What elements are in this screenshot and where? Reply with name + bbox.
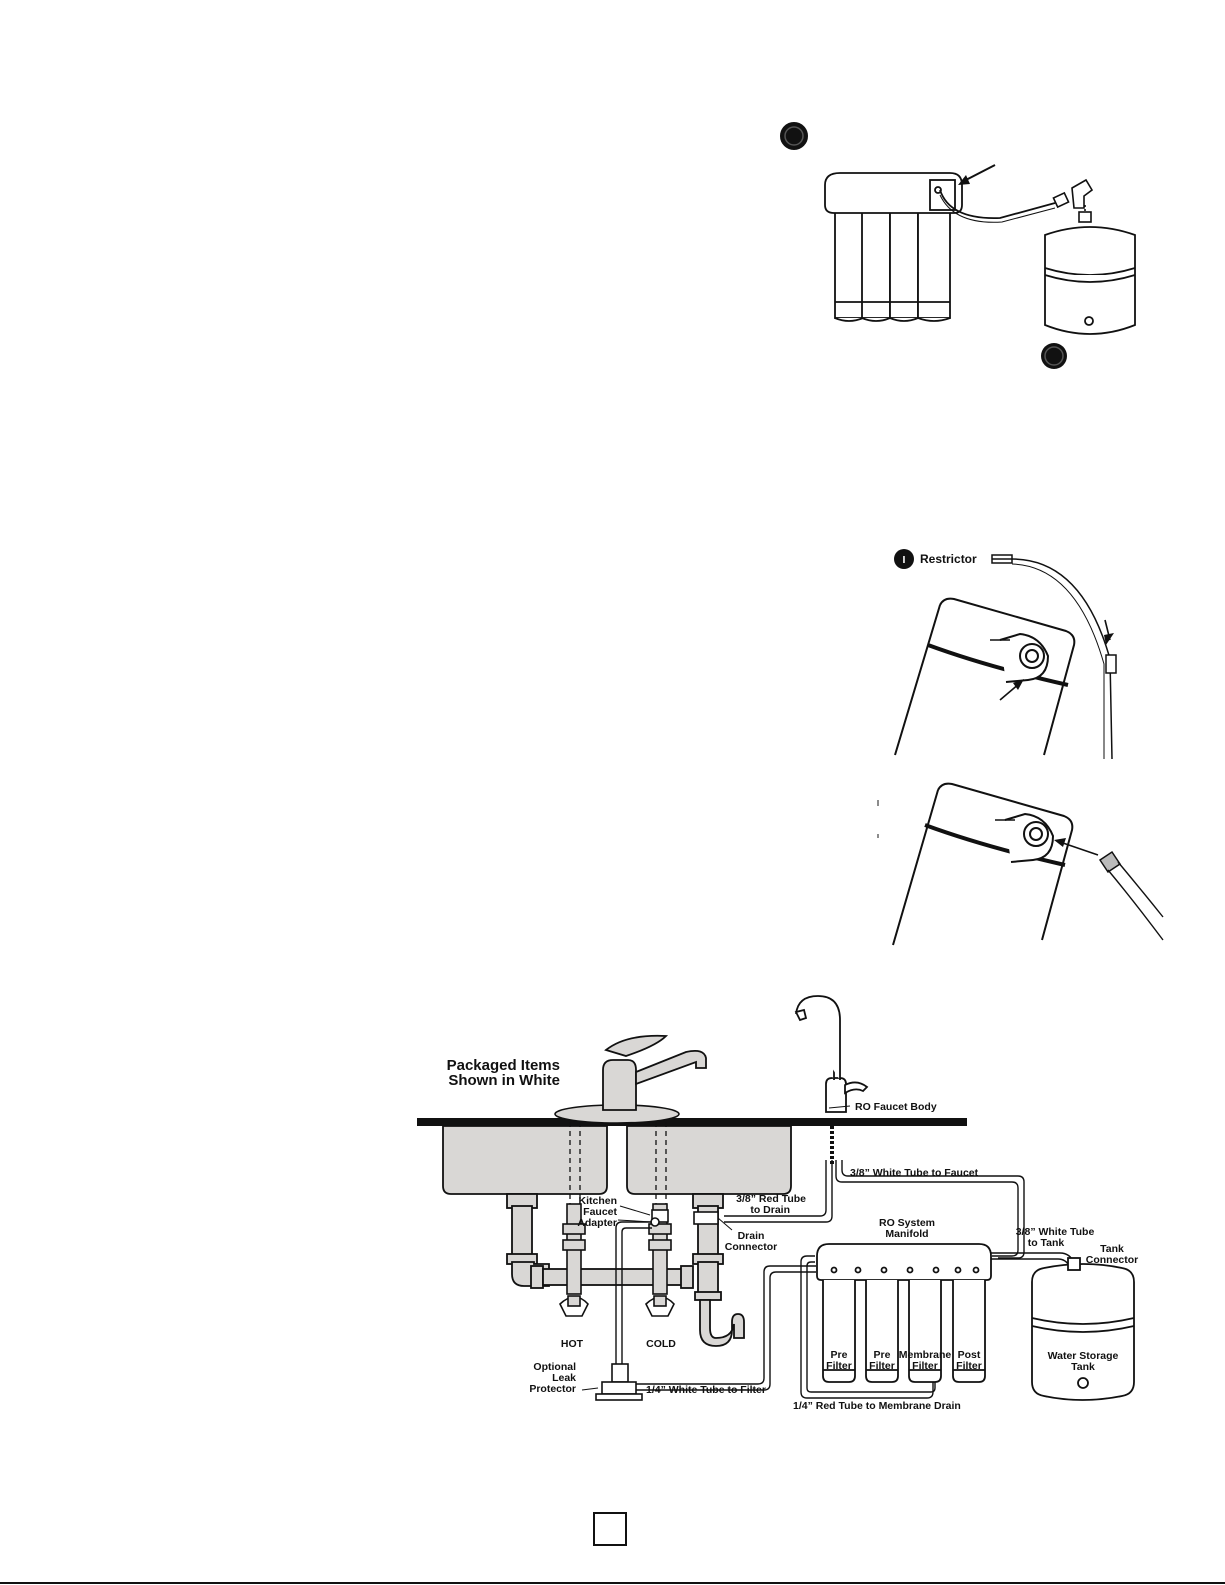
restrictor-tube <box>1011 558 1113 760</box>
label-red-tube-drain-2: to Drain <box>750 1204 790 1216</box>
label-leak-2: Leak <box>552 1372 576 1384</box>
restrictor-marker-text: I <box>903 554 906 566</box>
figure-installation: Packaged Items Shown in White RO Faucet … <box>417 995 1139 1412</box>
ro-manifold <box>816 1243 992 1281</box>
label-ro-faucet-body: RO Faucet Body <box>855 1101 937 1113</box>
filter-cartridges <box>822 1280 986 1383</box>
label-pre-filter-1b: Filter <box>826 1360 852 1372</box>
ro-faucet <box>794 995 869 1113</box>
label-red-tube-drain-1: 3/8” Red Tube <box>736 1193 806 1205</box>
restrictor-marker <box>894 549 914 569</box>
kitchen-faucet <box>602 1034 707 1111</box>
label-kitchen-2: Faucet <box>583 1206 617 1218</box>
footer-rule <box>0 1582 1225 1584</box>
label-tank-connector-2: Connector <box>1086 1254 1139 1266</box>
figure-system-tank <box>780 122 1136 369</box>
sink-basins <box>442 1125 792 1195</box>
label-pre-filter-2a: Pre <box>874 1349 891 1361</box>
label-kitchen-1: Kitchen <box>578 1195 617 1207</box>
ro-unit-drawing <box>824 172 963 322</box>
label-ro-manifold-2: Manifold <box>885 1228 928 1240</box>
tube-to-tank <box>939 189 1056 219</box>
faucet-adapter <box>650 1209 669 1227</box>
label-kitchen-3: Adapter <box>577 1217 617 1229</box>
membrane-housing-2 <box>892 782 1074 946</box>
label-post-filter-a: Post <box>958 1349 981 1361</box>
countertop <box>417 1118 967 1126</box>
label-cold: COLD <box>646 1338 676 1350</box>
figure-restrictor: I Restrictor <box>894 549 1117 760</box>
tank-elbow-fitting <box>1052 178 1094 223</box>
label-tank-connector-1: Tank <box>1100 1243 1124 1255</box>
membrane-housing <box>894 597 1076 756</box>
storage-tank-drawing <box>1044 226 1136 335</box>
label-red-tube-membrane: 1/4” Red Tube to Membrane Drain <box>793 1400 961 1412</box>
label-ro-manifold-1: RO System <box>879 1217 935 1229</box>
figure-restrictor-inserted <box>877 782 1164 946</box>
label-white-tube-filter: 1/4” White Tube to Filter <box>646 1384 766 1396</box>
drain-connector <box>693 1211 719 1225</box>
label-pre-filter-1a: Pre <box>831 1349 848 1361</box>
label-post-filter-b: Filter <box>956 1360 982 1372</box>
label-leak-3: Protector <box>529 1383 576 1395</box>
label-leak-1: Optional <box>533 1361 576 1373</box>
label-storage-tank-2: Tank <box>1071 1361 1095 1373</box>
label-membrane-a: Membrane <box>899 1349 952 1361</box>
water-storage-tank-drawing <box>1031 1257 1135 1401</box>
label-white-tube-tank-2: to Tank <box>1028 1237 1065 1249</box>
label-membrane-b: Filter <box>912 1360 938 1372</box>
label-packaged-items-2: Shown in White <box>448 1072 560 1089</box>
label-drain-connector-2: Connector <box>725 1241 778 1253</box>
page-number-box <box>593 1512 627 1546</box>
restrictor-label: Restrictor <box>920 552 977 566</box>
label-packaged-items-1: Packaged Items <box>447 1057 560 1074</box>
tubing <box>615 1160 1075 1399</box>
leak-protector <box>595 1363 643 1401</box>
label-drain-connector-1: Drain <box>738 1230 765 1242</box>
label-storage-tank-1: Water Storage <box>1048 1350 1119 1362</box>
label-white-tube-tank-1: 3/8” White Tube <box>1016 1226 1095 1238</box>
label-white-tube-faucet: 3/8” White Tube to Faucet <box>850 1167 979 1179</box>
label-hot: HOT <box>561 1338 584 1350</box>
label-pre-filter-2b: Filter <box>869 1360 895 1372</box>
restrictor-part <box>991 554 1013 564</box>
